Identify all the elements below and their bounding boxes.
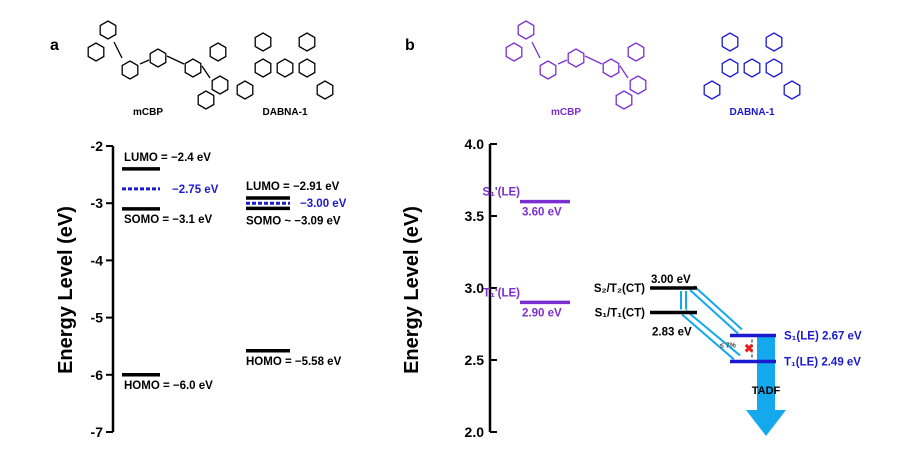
isc-arrow	[681, 313, 735, 361]
isc-percent-label: ≤ 7%	[720, 343, 737, 350]
benzene-ring	[209, 42, 227, 62]
benzene-ring	[615, 90, 633, 110]
isc-arrow	[685, 309, 741, 357]
energy-value-label: 2.83 eV	[652, 326, 692, 338]
benzene-ring	[184, 58, 202, 78]
state-label: S₂/T₂(CT)	[594, 283, 645, 295]
benzene-ring	[721, 32, 739, 52]
benzene-ring	[783, 80, 801, 100]
mcbp-label-b: mCBP	[551, 107, 581, 118]
y-tick-label: 3.5	[465, 208, 485, 224]
mcbp-label-a: mCBP	[133, 107, 163, 118]
y-axis-label-a: Energy Level (eV)	[55, 206, 77, 374]
benzene-ring	[765, 32, 783, 52]
benzene-ring	[629, 75, 647, 95]
state-label: T₁'(LE)	[483, 287, 520, 299]
mcbp-structure-b	[505, 20, 647, 110]
benzene-ring	[149, 48, 167, 68]
y-tick-label: -3	[91, 195, 104, 211]
tadf-arrow	[746, 335, 786, 436]
energy-value-label: 3.00 eV	[651, 274, 691, 286]
y-tick-label: 2.5	[465, 352, 485, 368]
dabna-label-a: DABNA-1	[263, 107, 308, 118]
benzene-ring	[87, 42, 105, 62]
y-tick-label: -2	[91, 138, 104, 154]
energy-level-label: SOMO ~ −3.09 eV	[246, 215, 341, 227]
dabna-structure-b	[703, 32, 801, 100]
y-tick-label: -4	[91, 252, 104, 268]
dabna-label-b: DABNA-1	[730, 107, 775, 118]
state-label: S₁(LE) 2.67 eV	[784, 331, 862, 343]
state-label: S₁'(LE)	[482, 187, 520, 199]
benzene-ring	[121, 60, 139, 80]
y-tick-label: 2.0	[465, 424, 485, 440]
y-tick-label: -5	[91, 310, 104, 326]
benzene-ring	[627, 42, 645, 62]
y-tick-label: -7	[91, 424, 104, 440]
benzene-ring	[99, 20, 117, 40]
benzene-ring	[602, 58, 620, 78]
levels-b: TADF ✖ ≤ 7% S₁'(LE)3.60 eV T₁'(LE)2.90 eV S₂/…	[482, 187, 862, 436]
tadf-label: TADF	[752, 385, 781, 397]
isc-arrow	[689, 289, 739, 335]
energy-level-label: −3.00 eV	[300, 198, 347, 210]
energy-level-label: LUMO = −2.4 eV	[124, 152, 211, 164]
benzene-ring	[703, 80, 721, 100]
y-axis-b: 4.0 3.5 3.0 2.5 2.0	[465, 136, 497, 440]
energy-level-label: LUMO = −2.91 eV	[246, 181, 340, 193]
state-label: S₁/T₁(CT)	[595, 307, 646, 319]
benzene-ring	[276, 58, 294, 78]
benzene-ring	[211, 75, 229, 95]
dabna-structure-a	[236, 32, 334, 100]
benzene-ring	[765, 58, 783, 78]
panel-a-label: a	[50, 37, 59, 54]
mcbp-structure-a	[87, 20, 229, 110]
y-axis-a: -2 -3 -4 -5 -6 -7	[91, 138, 115, 440]
energy-value-label: 2.90 eV	[522, 307, 562, 319]
benzene-ring	[316, 80, 334, 100]
benzene-ring	[743, 58, 761, 78]
energy-level-label: SOMO = −3.1 eV	[124, 214, 213, 226]
benzene-ring	[567, 48, 585, 68]
benzene-ring	[254, 32, 272, 52]
benzene-ring	[298, 58, 316, 78]
y-tick-label: -6	[91, 367, 104, 383]
blocked-cross-icon: ✖	[744, 341, 754, 355]
benzene-ring	[505, 42, 523, 62]
panel-b-label: b	[405, 37, 415, 54]
y-tick-label: 4.0	[465, 136, 485, 152]
y-tick-label: 3.0	[465, 280, 485, 296]
benzene-ring	[236, 80, 254, 100]
energy-level-label: HOMO = −5.58 eV	[246, 356, 342, 368]
y-axis-label-b: Energy Level (eV)	[401, 206, 423, 374]
levels-a: LUMO = −2.4 eV −2.75 eV SOMO = −3.1 eV HOMO…	[122, 152, 347, 392]
isc-arrow	[693, 285, 743, 331]
benzene-ring	[517, 20, 535, 40]
energy-level-label: −2.75 eV	[172, 184, 219, 196]
benzene-ring	[721, 58, 739, 78]
benzene-ring	[298, 32, 316, 52]
benzene-ring	[254, 58, 272, 78]
benzene-ring	[539, 60, 557, 80]
energy-value-label: 3.60 eV	[522, 207, 562, 219]
state-label: T₁(LE) 2.49 eV	[784, 356, 861, 368]
benzene-ring	[197, 90, 215, 110]
energy-level-label: HOMO = −6.0 eV	[124, 380, 213, 392]
